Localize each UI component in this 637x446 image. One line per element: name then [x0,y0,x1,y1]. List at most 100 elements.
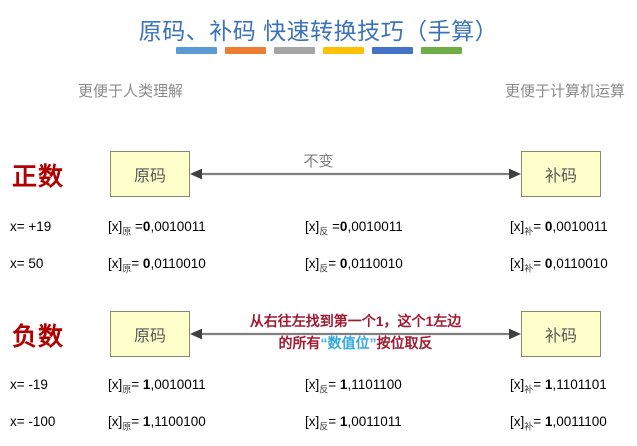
row-twos-complement-cell: [x]补= 0,0010011 [510,219,608,238]
row-sign-magnitude-cell: [x]原= 1,1100100 [108,414,206,433]
section-label-negative: 负数 [12,323,65,351]
row-value-label: x= -19 [10,377,48,392]
equals-sign: = [131,414,143,429]
subscript-fan: 反 [319,226,329,237]
magnitude-bits: ,1101100 [347,377,402,392]
equals-sign: = [533,219,545,234]
sign-bit: 0 [142,219,151,234]
equals-sign: = [533,377,545,392]
row-value-label: x= 50 [10,256,44,271]
bracket-x: [x] [108,256,123,271]
subscript-bu: 补 [524,421,534,432]
sign-bit: 1 [544,377,553,392]
bracket-x: [x] [510,256,525,271]
sign-bit: 0 [544,256,553,271]
magnitude-bits: ,0010011 [150,377,206,392]
magnitude-bits: ,0011100 [552,414,607,429]
bracket-x: [x] [108,414,123,429]
bar-gold-icon [323,47,364,54]
bracket-x: [x] [108,377,123,392]
row-ones-complement-cell: [x]反 =0,0010011 [305,219,403,238]
negative-twos-complement-label: 补码 [544,328,577,345]
bracket-x: [x] [510,219,525,234]
title-divider-bars [176,47,462,56]
magnitude-bits: ,0110010 [150,256,206,271]
bar-blue-light-icon [176,47,217,54]
sign-bit: 0 [142,256,151,271]
sign-bit: 1 [339,414,348,429]
positive-twos-complement-box: 补码 [521,151,601,197]
sign-bit: 1 [142,414,151,429]
bar-orange-icon [225,47,266,54]
equals-sign: = [131,377,143,392]
equals-sign: = [328,377,340,392]
subscript-fan: 反 [319,421,329,432]
row-sign-magnitude-cell: [x]原 =0,0010011 [108,219,206,238]
positive-source-code-box: 原码 [110,151,190,197]
row-twos-complement-cell: [x]补= 1,0011100 [510,414,607,433]
equals-sign: = [131,219,143,234]
negative-source-code-box: 原码 [110,311,190,357]
page-title: 原码、补码 快速转换技巧（手算） [138,18,499,44]
sign-bit: 1 [339,377,348,392]
row-ones-complement-cell: [x]反= 1,1101100 [305,377,402,396]
sign-bit: 0 [339,219,348,234]
annotation-line-2: 的所有“数值位”按位取反 [190,334,521,353]
subscript-yuan: 原 [122,384,132,395]
subscript-bu: 补 [524,263,534,274]
bracket-x: [x] [305,414,320,429]
row-twos-complement-cell: [x]补= 1,1101101 [510,377,607,396]
magnitude-bits: ,0010011 [347,219,403,234]
magnitude-bits: ,0011011 [347,414,402,429]
subscript-fan: 反 [319,263,329,274]
bracket-x: [x] [510,377,525,392]
magnitude-bits: ,0110010 [347,256,403,271]
row-value-label: x= -100 [10,414,56,429]
sign-bit: 1 [142,377,151,392]
magnitude-bits: ,0010011 [150,219,206,234]
section-label-positive: 正数 [12,163,65,191]
bar-blue-dark-icon [372,47,413,54]
bracket-x: [x] [305,219,320,234]
subscript-yuan: 原 [122,421,132,432]
positive-double-arrow-icon [190,168,521,180]
equals-sign: = [328,219,340,234]
annotation-line-2-pre: 的所有 [278,335,321,351]
positive-arrow-label: 不变 [303,153,334,170]
row-sign-magnitude-cell: [x]原= 0,0110010 [108,256,206,275]
positive-source-code-label: 原码 [133,168,166,185]
subscript-fan: 反 [319,384,329,395]
bracket-x: [x] [510,414,525,429]
table-row: x= -100 [x]原= 1,1100100 [x]反= 1,0011011 … [0,414,637,436]
row-ones-complement-cell: [x]反= 0,0110010 [305,256,403,275]
negative-twos-complement-box: 补码 [521,311,601,357]
table-row: x= +19 [x]原 =0,0010011 [x]反 =0,0010011 [… [0,219,637,241]
subtitle-left: 更便于人类理解 [78,83,184,100]
equals-sign: = [533,256,545,271]
row-sign-magnitude-cell: [x]原= 1,0010011 [108,377,206,396]
row-twos-complement-cell: [x]补= 0,0110010 [510,256,608,275]
bar-gray-icon [274,47,315,54]
negative-double-arrow-icon [190,328,521,340]
magnitude-bits: ,0110010 [552,256,608,271]
subtitle-right: 更便于计算机运算 [504,83,625,100]
bracket-x: [x] [305,377,320,392]
table-row: x= 50 [x]原= 0,0110010 [x]反= 0,0110010 [x… [0,256,637,278]
subscript-yuan: 原 [122,226,132,237]
subscript-bu: 补 [524,384,534,395]
annotation-line-1: 从右往左找到第一个1，这个1左边 [249,313,462,329]
subscript-yuan: 原 [122,263,132,274]
magnitude-bits: ,0010011 [552,219,608,234]
row-value-label: x= +19 [10,219,52,234]
positive-twos-complement-label: 补码 [544,168,577,185]
bracket-x: [x] [108,219,123,234]
magnitude-bits: ,1100100 [150,414,206,429]
negative-source-code-label: 原码 [133,328,166,345]
sign-bit: 1 [544,414,553,429]
row-ones-complement-cell: [x]反= 1,0011011 [305,414,402,433]
equals-sign: = [131,256,143,271]
magnitude-bits: ,1101101 [552,377,607,392]
bar-green-icon [421,47,462,54]
annotation-line-2-post: 按位取反 [376,335,433,351]
sign-bit: 0 [544,219,553,234]
